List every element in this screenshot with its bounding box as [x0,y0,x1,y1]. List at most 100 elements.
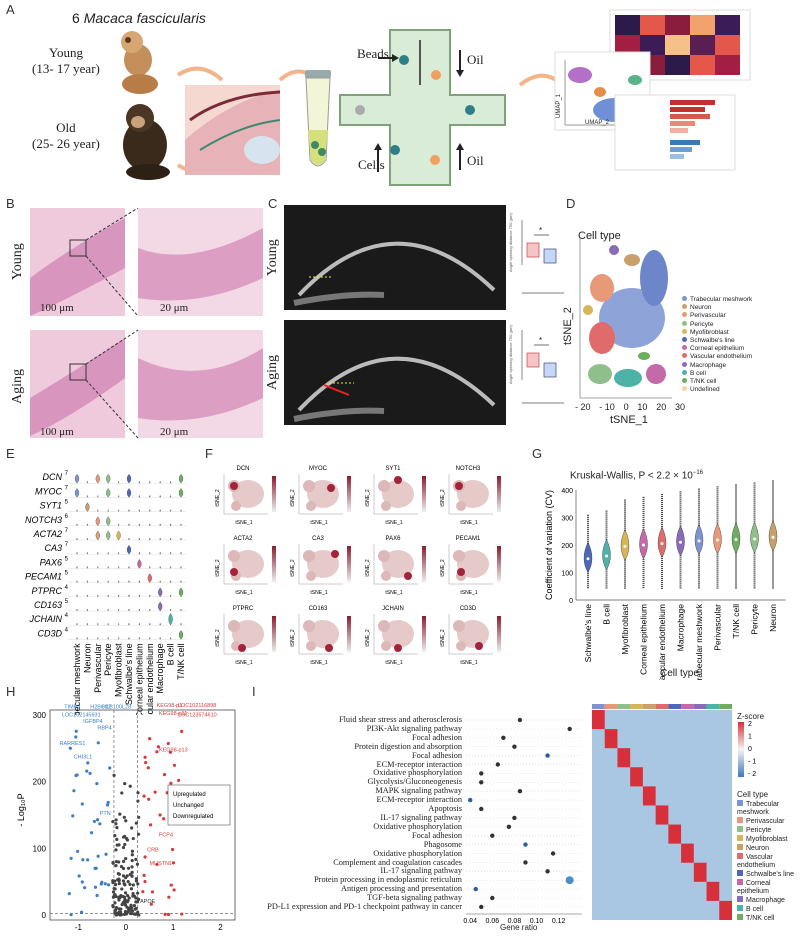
point-up [153,790,157,794]
violin-mark [158,587,163,598]
old-monkey-icon [123,104,170,180]
i-celltype-title: Cell type [737,790,769,799]
up-gene-label: FCP4 [159,832,173,838]
point-unchanged [113,833,117,838]
point-unchanged [124,819,128,823]
point-up [169,781,173,785]
point-unchanged [136,910,140,914]
legend-box [167,784,231,826]
point-down [96,741,100,745]
point-up [166,741,170,746]
panel-label-i: I [252,684,256,699]
point-unchanged [119,865,124,869]
up-gene-label: CRB [147,848,159,854]
feature-ylabel: tSNE_2 [365,629,371,646]
violin-mark [86,480,89,484]
celltype-label: Neuron [82,643,92,673]
violin-mark [97,495,99,498]
point-down [106,883,111,887]
pathway-label: Glycolysis/Gluconeogenesis [367,777,462,787]
point-unchanged [117,881,121,886]
gene-label: SYT1 [39,501,62,511]
heatmap-annotation [655,704,669,709]
point-unchanged [125,838,130,842]
feature-cluster [378,620,390,632]
violin-mark [138,495,141,498]
violin-mark [107,509,109,512]
heatmap-block [642,786,656,806]
violin-mark [106,473,111,484]
feature-cluster [381,501,391,511]
cluster-myofibroblast [583,305,593,315]
violin-mark [159,580,161,583]
legend-item: Macrophage [737,896,800,905]
feature-xlabel: tSNE_1 [235,660,252,666]
b-young-label: Young [10,243,25,280]
violin-mark [76,523,78,527]
point-down [106,800,110,805]
legend-swatch [737,817,743,823]
violin-mark [128,622,130,626]
g-median [660,542,664,546]
point-unchanged [114,818,118,822]
violin-mark [107,622,109,626]
feature-plot-grid: DCNtSNE_1tSNE_2MYOCtSNE_1tSNE_2SYT1tSNE_… [215,466,501,666]
point-down [98,822,102,826]
point-down [94,866,98,870]
point-unchanged [125,905,129,909]
violin-mark [159,551,161,555]
g-title: Kruskal-Wallis, P < 2.2 × 10−16 [570,470,704,482]
violin-mark [178,587,184,598]
violin-mark [76,608,78,612]
enrichment-dot [479,806,484,812]
up-gene-label: MUSTN1 [149,861,172,867]
point-unchanged [130,865,134,869]
violin-mark [169,537,172,541]
legend-item: Neuron [737,844,800,853]
down-gene-label: H2BC12 [90,704,111,710]
feature-hotspot [230,482,238,490]
g-median [771,535,775,539]
legend-item: T/NK cell [682,378,752,386]
violin-mark [138,580,141,583]
cells-label: Cells [358,157,385,172]
c-aging-label: Aging [265,355,280,390]
heatmap-annotation [592,704,605,709]
enrichment-dot [468,797,473,803]
cluster-corneal-epithelium [646,364,666,384]
zscore-tick: 1 [748,734,752,741]
violin-mark [86,622,89,626]
violin-mark [159,509,161,512]
h-xtick: 2 [218,923,223,932]
point-down [74,729,78,733]
violin-mark [106,516,111,527]
g-category-label: Schwalbe's line [583,604,593,663]
point-unchanged [114,848,118,852]
point-unchanged [132,894,137,898]
point-up [144,760,148,765]
feature-cluster [378,480,390,492]
point-unchanged [134,857,138,862]
violin-mark [149,622,151,626]
point-unchanged [111,861,115,865]
enrichment-dot [517,789,523,794]
feature-xlabel: tSNE_1 [385,520,402,526]
heatmap-block [630,767,643,787]
heatmap-block [681,843,694,863]
g-category-label: Trabecular meshwork [694,603,704,680]
violin-mark [86,495,89,498]
point-unchanged [122,835,126,839]
violin-mark [178,488,184,498]
feature-cluster [381,641,391,651]
feature-gene-title: PAX6 [386,536,402,542]
feature-hotspot [331,550,339,558]
point-unchanged [114,822,118,826]
young-label: Young(13- 17 year) [32,45,100,76]
violin-mark [138,480,141,484]
point-unchanged [127,896,131,900]
c-young-label: Young [265,239,280,276]
point-up [141,890,145,894]
point-unchanged [136,882,140,886]
